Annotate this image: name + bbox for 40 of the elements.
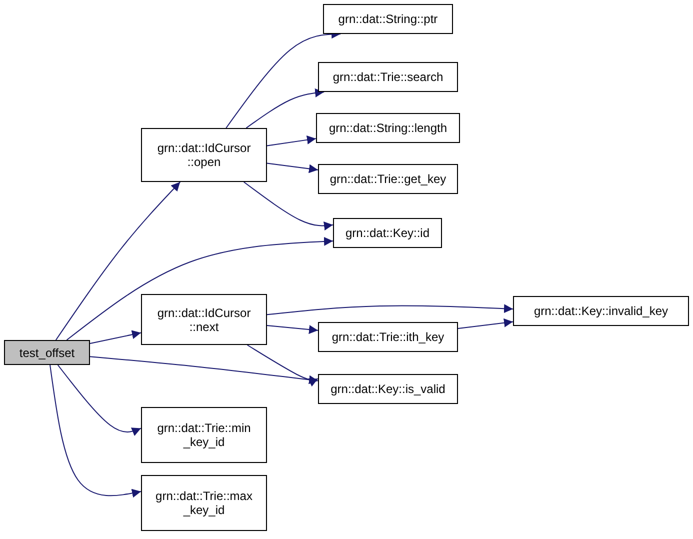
- function-name: grn::dat::Trie::search: [332, 70, 444, 84]
- function-name: grn::dat::Key::invalid_key: [534, 304, 668, 318]
- arrow: [266, 162, 318, 174]
- function-box: [141, 294, 267, 345]
- arrow: [243, 182, 334, 230]
- function-box: [141, 128, 267, 182]
- function-box: [333, 218, 442, 248]
- arrow: [90, 356, 318, 384]
- function-name: grn::dat::IdCursor ::open: [156, 141, 252, 169]
- function-box: [318, 374, 458, 404]
- function-name: grn::dat::Trie::ith_key: [332, 330, 444, 344]
- arrow: [266, 304, 514, 316]
- function-name: grn::dat::String::length: [328, 121, 448, 135]
- function-box: [513, 296, 689, 326]
- arrow: [50, 364, 142, 498]
- function-box: [323, 4, 453, 34]
- function-name: grn::dat::Key::is_valid: [330, 382, 446, 396]
- arrow: [246, 88, 325, 128]
- function-box: [4, 340, 90, 365]
- function-name: grn::dat::Key::id: [345, 226, 430, 240]
- function-name: grn::dat::Trie::max _key_id: [154, 489, 254, 517]
- arrow: [66, 236, 334, 340]
- function-box: [316, 113, 460, 143]
- function-name: grn::dat::IdCursor ::next: [156, 306, 252, 334]
- arrow: [246, 344, 318, 387]
- function-box: [318, 62, 458, 92]
- function-box: [141, 475, 267, 531]
- function-name: grn::dat::String::ptr: [338, 12, 438, 26]
- function-box: [141, 407, 267, 463]
- function-name: grn::dat::Trie::get_key: [330, 172, 446, 186]
- arrow: [90, 330, 142, 344]
- function-box: [318, 322, 458, 352]
- arrow: [266, 325, 318, 334]
- arrow: [266, 135, 316, 146]
- arrow: [458, 318, 514, 329]
- function-name: grn::dat::Trie::min _key_id: [156, 421, 252, 449]
- arrow: [57, 364, 142, 436]
- function-box: [318, 164, 458, 194]
- arrow: [55, 182, 181, 340]
- function-name: test_offset: [19, 346, 75, 360]
